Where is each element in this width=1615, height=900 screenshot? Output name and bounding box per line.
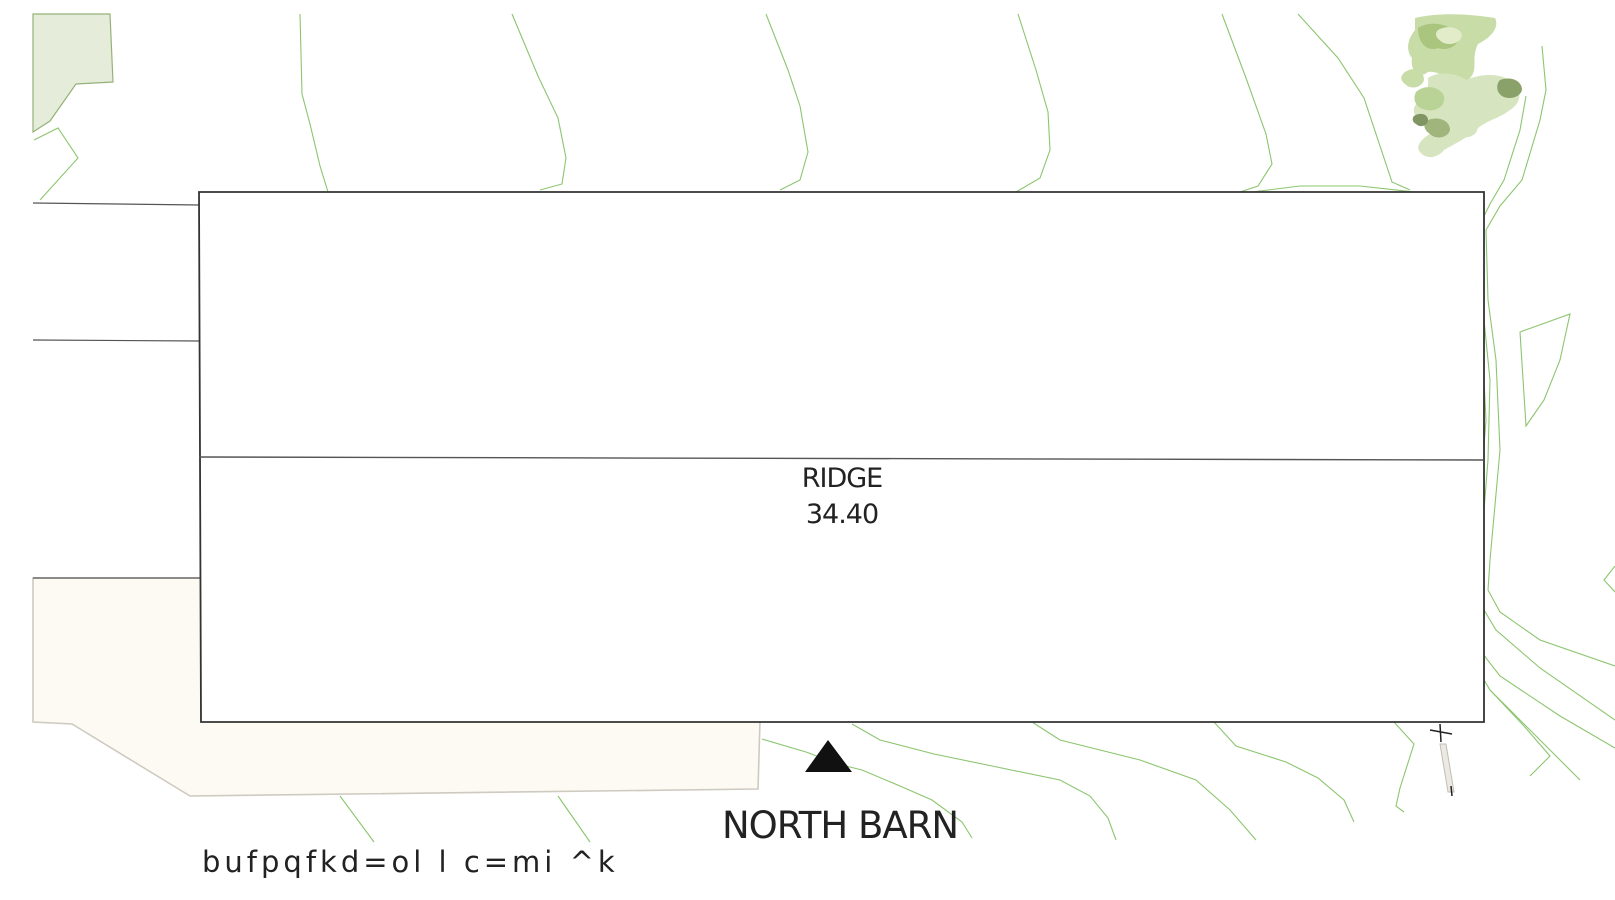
ridge-label: RIDGE	[802, 463, 883, 494]
building-label: NORTH BARN	[722, 804, 958, 847]
survey-pin-icon	[1429, 723, 1455, 797]
lawn-area	[32, 13, 114, 134]
boundary-lines	[32, 202, 201, 579]
tree-canopy	[1401, 14, 1522, 158]
north-barn-roof	[198, 191, 1485, 723]
ridge-line	[198, 456, 1485, 461]
triangle-icon	[805, 740, 852, 772]
garbled-annotation: bufpqfkd=ol l c=mi ^k	[202, 845, 619, 879]
ridge-level: 34.40	[806, 499, 878, 530]
